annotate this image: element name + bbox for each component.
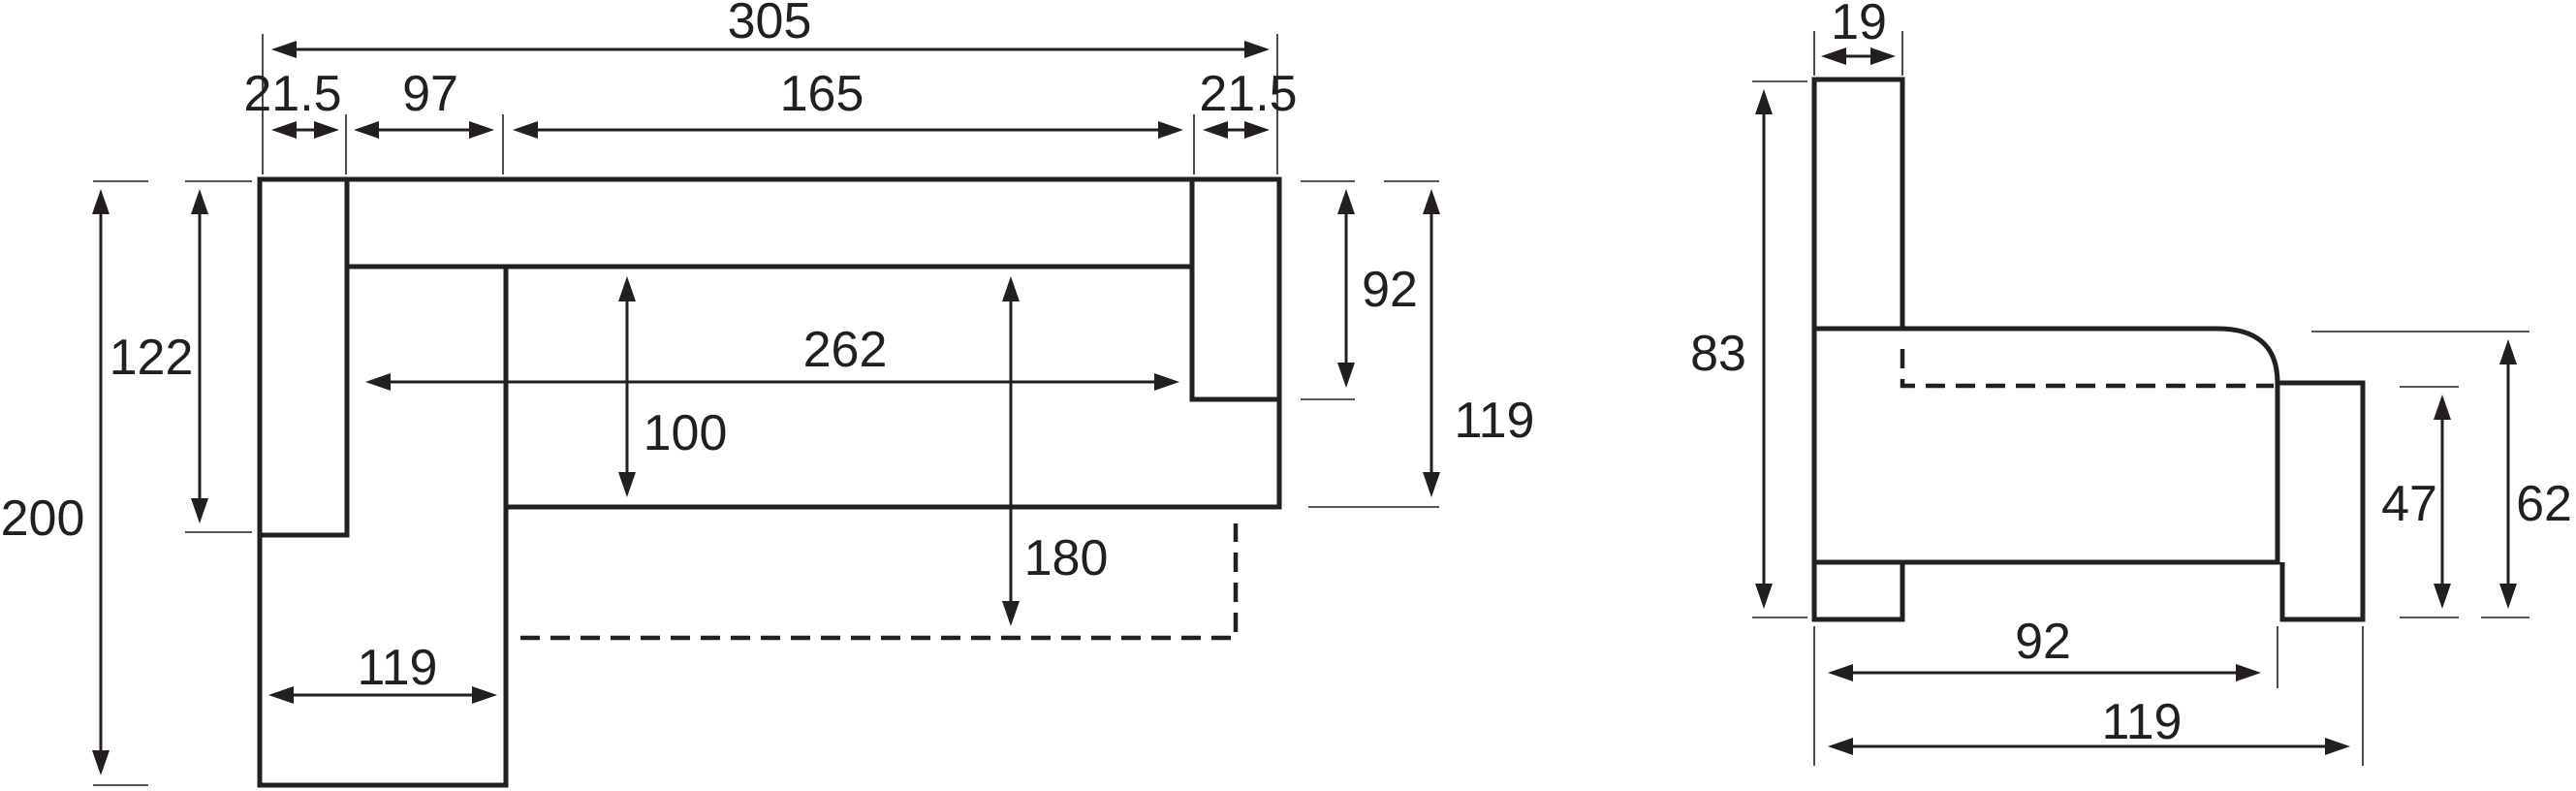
label-119-right: 119 (1455, 393, 1535, 449)
label-119-side: 119 (2102, 694, 2183, 750)
label-119-chaise: 119 (358, 640, 438, 696)
label-92-side: 92 (2015, 614, 2071, 670)
label-47: 47 (2381, 476, 2437, 532)
top-view: 305 21.5 97 165 21.5 122 200 92 119 262 … (1, 0, 1535, 788)
right-armrest (1189, 179, 1279, 402)
label-100: 100 (644, 405, 728, 461)
bed-extension-dashed (520, 523, 1239, 641)
label-19: 19 (1831, 0, 1887, 50)
top-view-extension-lines (93, 34, 1439, 786)
dim-119-side (1828, 738, 2350, 755)
dim-100 (618, 276, 636, 497)
dim-180 (1002, 276, 1020, 626)
side-foot-front (2279, 562, 2366, 622)
label-180: 180 (1024, 530, 1109, 586)
dim-92-top (1337, 189, 1355, 388)
dim-47 (2434, 395, 2451, 609)
label-97: 97 (402, 66, 458, 122)
dim-83 (1755, 89, 1773, 609)
side-seat-body (1811, 326, 2280, 565)
dim-19 (1821, 47, 1896, 65)
dim-305 (271, 41, 1270, 58)
label-165: 165 (780, 66, 864, 122)
label-21-5-left: 21.5 (243, 66, 341, 122)
dim-62 (2499, 339, 2517, 609)
dim-119-right (1423, 189, 1440, 497)
dim-165 (513, 121, 1183, 139)
label-305: 305 (728, 0, 812, 49)
side-foot-back (1811, 562, 1905, 622)
label-122: 122 (110, 330, 194, 386)
label-262: 262 (803, 322, 888, 378)
label-62: 62 (2516, 476, 2572, 532)
left-armrest (260, 176, 350, 538)
side-view-extension-lines (1752, 31, 2529, 766)
label-92-top: 92 (1362, 262, 1418, 318)
dim-21-5-right (1203, 121, 1270, 139)
side-backrest (1811, 77, 1905, 329)
label-21-5-right: 21.5 (1199, 66, 1297, 122)
label-83: 83 (1690, 326, 1746, 382)
dim-122 (191, 189, 208, 523)
dim-97 (354, 121, 494, 139)
dim-200 (92, 189, 110, 775)
side-view: 19 83 47 62 92 119 (1690, 0, 2572, 766)
dim-92-side (1828, 664, 2261, 681)
dim-119-chaise (268, 686, 497, 704)
side-hidden-cushion (1900, 349, 2274, 389)
dim-21-5-left (271, 121, 339, 139)
side-arm-block (2278, 380, 2366, 562)
label-200: 200 (1, 490, 85, 547)
dim-262 (365, 373, 1179, 391)
